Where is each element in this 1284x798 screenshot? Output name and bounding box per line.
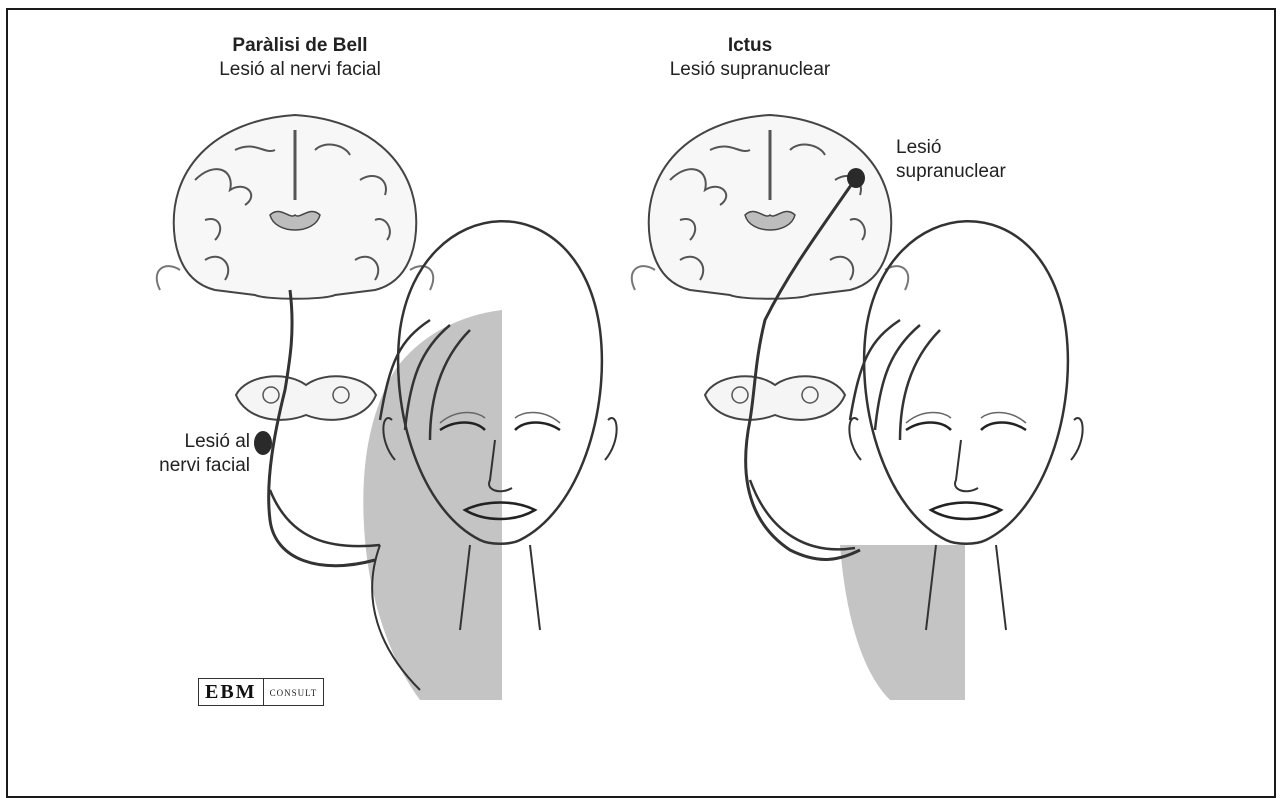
stroke-subtitle: Lesió supranuclear: [640, 58, 860, 82]
stroke-shaded-lower-face: [840, 545, 965, 700]
bells-palsy-subtitle: Lesió al nervi facial: [180, 58, 420, 82]
logo-primary-text: EBM: [199, 679, 264, 705]
stroke-lesion-marker: [847, 168, 865, 188]
stroke-illustration: [632, 115, 1083, 700]
bells-palsy-lesion-marker: [254, 431, 272, 455]
bells-palsy-title: Paràlisi de Bell: [200, 34, 400, 58]
bells-palsy-lesion-label-line1: Lesió al: [130, 430, 250, 454]
bells-palsy-illustration: [157, 115, 617, 700]
stroke-lesion-label-line1: Lesió: [896, 136, 941, 160]
logo-secondary-text: consult: [264, 679, 324, 705]
stroke-title: Ictus: [680, 34, 820, 58]
ebm-consult-logo: EBM consult: [198, 678, 324, 706]
bells-palsy-lesion-label-line2: nervi facial: [130, 454, 250, 478]
stroke-lesion-label-line2: supranuclear: [896, 160, 1006, 184]
bells-palsy-nerve-path: [269, 290, 375, 566]
